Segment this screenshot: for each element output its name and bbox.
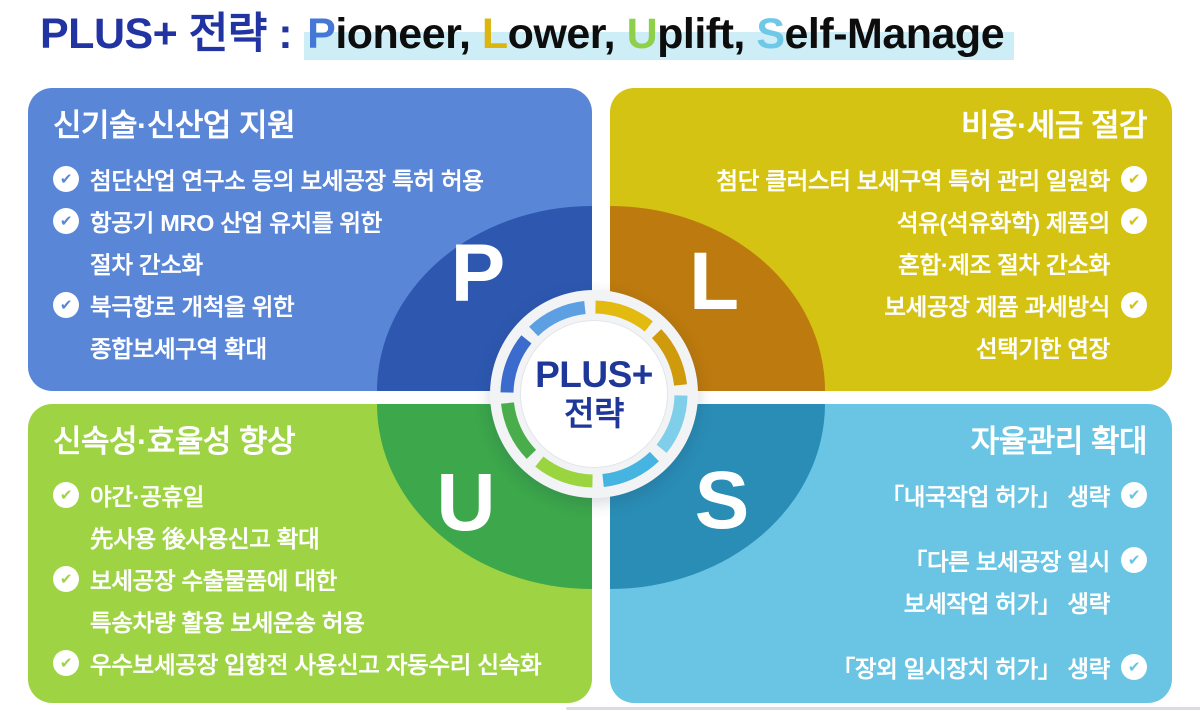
feature-text: 야간·공휴일	[90, 484, 205, 510]
check-icon: ✔	[1121, 654, 1147, 680]
title-word-rest: plift,	[657, 10, 757, 58]
center-strategy-badge: PLUS+ 전략	[490, 290, 698, 498]
big-letter-p: P	[450, 228, 506, 319]
feature-text: 보세공장 수출물품에 대한	[90, 568, 337, 594]
feature-item: ✔ 야간·공휴일	[53, 474, 567, 516]
ring-arc-green	[501, 402, 537, 459]
title-initial-u: U	[626, 10, 658, 58]
ring-arc-blue-light	[529, 301, 586, 337]
ring-arc-green-light	[535, 456, 593, 488]
title-word-rest: ioneer,	[335, 10, 482, 58]
check-icon: ✔	[1121, 166, 1147, 192]
feature-item: 보세공장 제품 과세방식 ✔	[635, 284, 1147, 326]
quadrant-uplift: U 신속성·효율성 향상 ✔ 야간·공휴일 先사용 後사용신고 확대 ✔ 보세공…	[28, 404, 592, 703]
check-icon: ✔	[53, 292, 79, 318]
feature-text: 북극항로 개척을 위한	[90, 294, 295, 320]
check-icon: ✔	[53, 166, 79, 192]
title-english-highlighted: Pioneer, Lower, Uplift, Self-Manage	[304, 10, 1015, 60]
ring-arc-cyan-light	[656, 395, 688, 453]
feature-text: 첨단산업 연구소 등의 보세공장 특허 허용	[90, 168, 484, 194]
big-letter-s: S	[694, 455, 750, 546]
title-word-rest: elf-Manage	[784, 10, 1005, 58]
quadrant-self-manage: S 자율관리 확대 「내국작업 허가」 생략 ✔ 「다른 보세공장 일시 ✔ 보…	[610, 404, 1172, 703]
feature-item: ✔ 우수보세공장 입항전 사용신고 자동수리 신속화	[53, 642, 567, 684]
feature-item-continuation: 보세작업 허가」 생략	[635, 581, 1147, 623]
center-badge-inner: PLUS+ 전략	[520, 320, 668, 468]
feature-text: 「다른 보세공장 일시	[903, 549, 1111, 575]
strategy-ring	[500, 300, 688, 488]
feature-item: 「장외 일시장치 허가」 생략 ✔	[635, 646, 1147, 688]
feature-text: 선택기한 연장	[975, 336, 1110, 362]
check-icon: ✔	[1121, 208, 1147, 234]
feature-item-continuation: 선택기한 연장	[635, 326, 1147, 368]
ring-arc-gold	[595, 300, 653, 332]
feature-item: ✔ 보세공장 수출물품에 대한	[53, 558, 567, 600]
feature-text: 특송차량 활용 보세운송 허용	[90, 610, 365, 636]
feature-item-continuation: 종합보세구역 확대	[53, 326, 567, 368]
feature-text: 우수보세공장 입항전 사용신고 자동수리 신속화	[90, 652, 542, 678]
check-icon: ✔	[1121, 482, 1147, 508]
check-icon: ✔	[1121, 292, 1147, 318]
feature-text: 보세공장 제품 과세방식	[884, 294, 1110, 320]
title-word-rest: ower,	[507, 10, 627, 58]
quadrant-title-self-manage: 자율관리 확대	[970, 424, 1148, 459]
center-badge-subtitle: 전략	[564, 395, 624, 433]
title-korean-prefix: PLUS+ 전략 :	[40, 10, 293, 58]
feature-item: 「내국작업 허가」 생략 ✔	[635, 474, 1147, 516]
feature-item: 석유(석유화학) 제품의 ✔	[635, 200, 1147, 242]
feature-text: 「장외 일시장치 허가」 생략	[831, 656, 1111, 682]
title-initial-s: S	[756, 10, 785, 58]
title-initial-p: P	[307, 10, 336, 58]
check-icon: ✔	[53, 566, 79, 592]
big-letter-u: U	[436, 457, 496, 548]
quadrant-title-uplift: 신속성·효율성 향상	[53, 424, 296, 459]
ring-arc-blue	[500, 335, 532, 393]
quadrant-title-pioneer: 신기술·신산업 지원	[53, 108, 296, 143]
check-icon: ✔	[1121, 547, 1147, 573]
feature-item-continuation: 先사용 後사용신고 확대	[53, 516, 567, 558]
feature-text: 항공기 MRO 산업 유치를 위한	[90, 210, 383, 236]
feature-text: 종합보세구역 확대	[90, 336, 267, 362]
feature-item: ✔ 첨단산업 연구소 등의 보세공장 특허 허용	[53, 158, 567, 200]
page-title: PLUS+ 전략 :Pioneer, Lower, Uplift, Self-M…	[40, 4, 1015, 64]
check-icon: ✔	[53, 482, 79, 508]
feature-text: 보세작업 허가」 생략	[903, 591, 1111, 617]
bottom-divider	[566, 707, 1200, 710]
feature-item: 「다른 보세공장 일시 ✔	[635, 539, 1147, 581]
feature-text: 절차 간소화	[90, 252, 203, 278]
feature-text: 첨단 클러스터 보세구역 특허 관리 일원화	[716, 168, 1110, 194]
quadrant-title-lower: 비용·세금 절감	[960, 108, 1148, 143]
check-icon: ✔	[53, 650, 79, 676]
feature-text: 「내국작업 허가」 생략	[880, 484, 1111, 510]
center-badge-title: PLUS+	[535, 353, 653, 395]
feature-item: ✔ 항공기 MRO 산업 유치를 위한	[53, 200, 567, 242]
feature-item-continuation: 특송차량 활용 보세운송 허용	[53, 600, 567, 642]
feature-item-continuation: 혼합·제조 절차 간소화	[635, 242, 1147, 284]
feature-text: 先사용 後사용신고 확대	[90, 526, 320, 552]
feature-text: 석유(석유화학) 제품의	[896, 210, 1110, 236]
feature-item: 첨단 클러스터 보세구역 특허 관리 일원화 ✔	[635, 158, 1147, 200]
ring-arc-gold-dark	[651, 329, 687, 386]
feature-item-continuation: 절차 간소화	[53, 242, 567, 284]
ring-arc-cyan	[602, 451, 659, 487]
feature-item: ✔ 북극항로 개척을 위한	[53, 284, 567, 326]
check-icon: ✔	[53, 208, 79, 234]
title-initial-l: L	[481, 10, 508, 58]
big-letter-l: L	[688, 236, 740, 327]
feature-text: 혼합·제조 절차 간소화	[898, 252, 1110, 278]
